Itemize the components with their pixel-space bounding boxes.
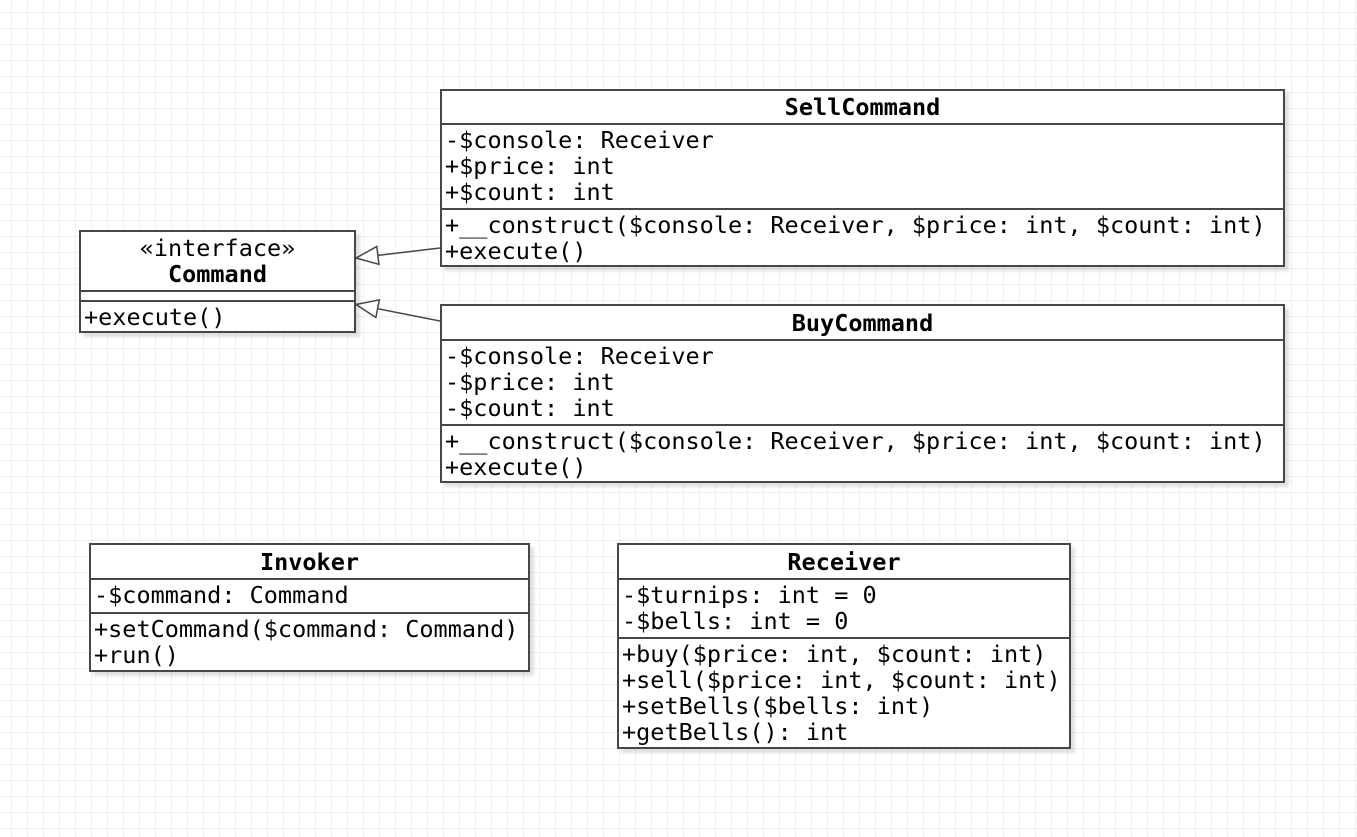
attribute-line: -$price: int xyxy=(445,368,615,396)
method-line: +__construct($console: Receiver, $price:… xyxy=(445,211,1266,239)
realization-arrow-buycommand-to-command[interactable] xyxy=(354,298,441,322)
attribute-line: +$price: int xyxy=(445,152,615,180)
hollow-triangle-arrowhead xyxy=(354,245,380,266)
method-line: +setBells($bells: int) xyxy=(622,692,934,720)
attribute-line: -$turnips: int = 0 xyxy=(622,581,877,609)
attributes-section: -$turnips: int = 0 -$bells: int = 0 xyxy=(619,578,1069,637)
method-line: +execute() xyxy=(445,237,587,265)
class-name: Receiver xyxy=(787,547,901,576)
method-line: +buy($price: int, $count: int) xyxy=(622,640,1047,668)
class-sellcommand[interactable]: SellCommand -$console: Receiver +$price:… xyxy=(440,89,1285,267)
methods-section: +__construct($console: Receiver, $price:… xyxy=(442,424,1283,480)
method-line: +getBells(): int xyxy=(622,718,849,746)
method-line: +setCommand($command: Command) xyxy=(94,615,519,643)
class-name: BuyCommand xyxy=(791,308,934,337)
attributes-section-empty xyxy=(81,290,354,300)
method-line: +__construct($console: Receiver, $price:… xyxy=(445,427,1266,455)
class-name: Invoker xyxy=(259,547,360,576)
attribute-line: -$console: Receiver xyxy=(445,342,714,370)
class-command-interface[interactable]: «interface» Command +execute() xyxy=(79,230,356,333)
methods-section: +buy($price: int, $count: int) +sell($pr… xyxy=(619,637,1069,745)
class-title-group: «interface» Command xyxy=(81,232,354,290)
method-line: +sell($price: int, $count: int) xyxy=(622,666,1061,694)
attribute-line: -$count: int xyxy=(445,394,615,422)
method-line: +run() xyxy=(94,641,179,669)
methods-section: +setCommand($command: Command) +run() xyxy=(91,612,528,668)
class-name: Command xyxy=(167,260,268,288)
hollow-triangle-arrowhead xyxy=(354,298,381,319)
attributes-section: -$console: Receiver -$price: int -$count… xyxy=(442,339,1283,424)
attributes-section: -$command: Command xyxy=(91,578,528,612)
class-buycommand[interactable]: BuyCommand -$console: Receiver -$price: … xyxy=(440,304,1285,483)
methods-section: +execute() xyxy=(81,300,354,330)
attributes-section: -$console: Receiver +$price: int +$count… xyxy=(442,123,1283,208)
class-name: SellCommand xyxy=(784,93,941,121)
method-line: +execute() xyxy=(445,453,587,481)
class-invoker[interactable]: Invoker -$command: Command +setCommand($… xyxy=(89,543,530,672)
methods-section: +__construct($console: Receiver, $price:… xyxy=(442,208,1283,264)
attribute-line: -$command: Command xyxy=(94,581,349,609)
attribute-line: -$console: Receiver xyxy=(445,126,714,154)
method-line: +execute() xyxy=(84,303,226,331)
attribute-line: -$bells: int = 0 xyxy=(622,607,849,635)
stereotype-label: «interface» xyxy=(139,234,296,262)
class-receiver[interactable]: Receiver -$turnips: int = 0 -$bells: int… xyxy=(617,543,1071,749)
realization-arrow-sellcommand-to-command[interactable] xyxy=(354,245,441,266)
attribute-line: +$count: int xyxy=(445,178,615,206)
